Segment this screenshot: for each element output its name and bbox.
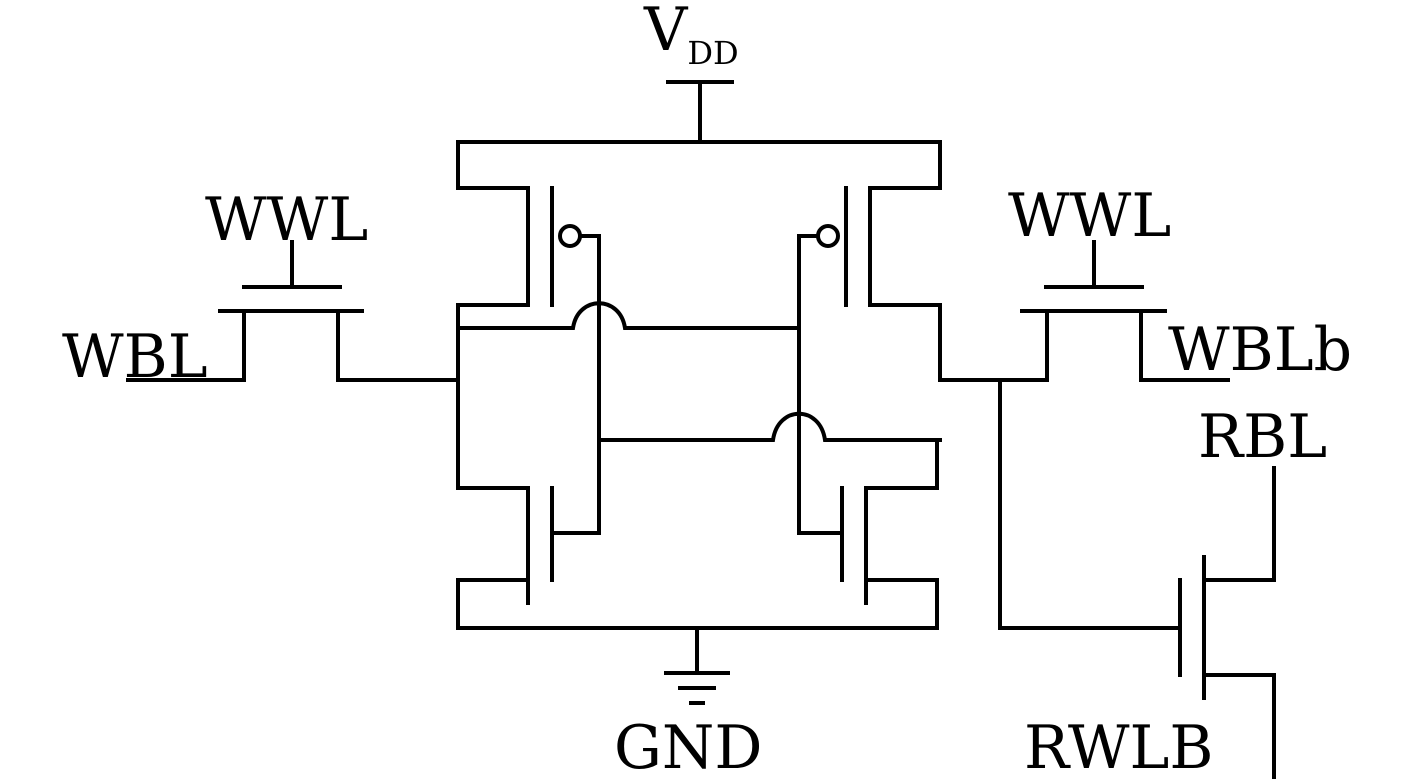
gnd-label: GND (614, 713, 763, 779)
cross-couple-qb-wire (597, 411, 942, 442)
wwl-right-label: WWL (1008, 181, 1171, 251)
vdd-supply (666, 80, 734, 144)
left-nmos-transistor (456, 486, 601, 630)
right-nmos-transistor (797, 438, 939, 630)
wblb-label: WBLb (1168, 315, 1352, 385)
vdd-label: VDD (643, 0, 739, 72)
right-access-transistor (938, 240, 1230, 382)
rwlb-label: RWLB (1024, 713, 1213, 779)
cross-couple-q-wire (456, 301, 801, 330)
right-pmos-transistor (797, 186, 942, 307)
vdd-rail (456, 140, 942, 190)
left-access-transistor (126, 240, 460, 382)
wbl-label: WBL (62, 322, 208, 392)
wwl-left-label: WWL (205, 185, 368, 255)
ground-icon (664, 626, 730, 705)
left-pmos-transistor (456, 186, 601, 307)
rbl-label: RBL (1198, 402, 1327, 472)
read-buffer-transistor (998, 378, 1276, 779)
